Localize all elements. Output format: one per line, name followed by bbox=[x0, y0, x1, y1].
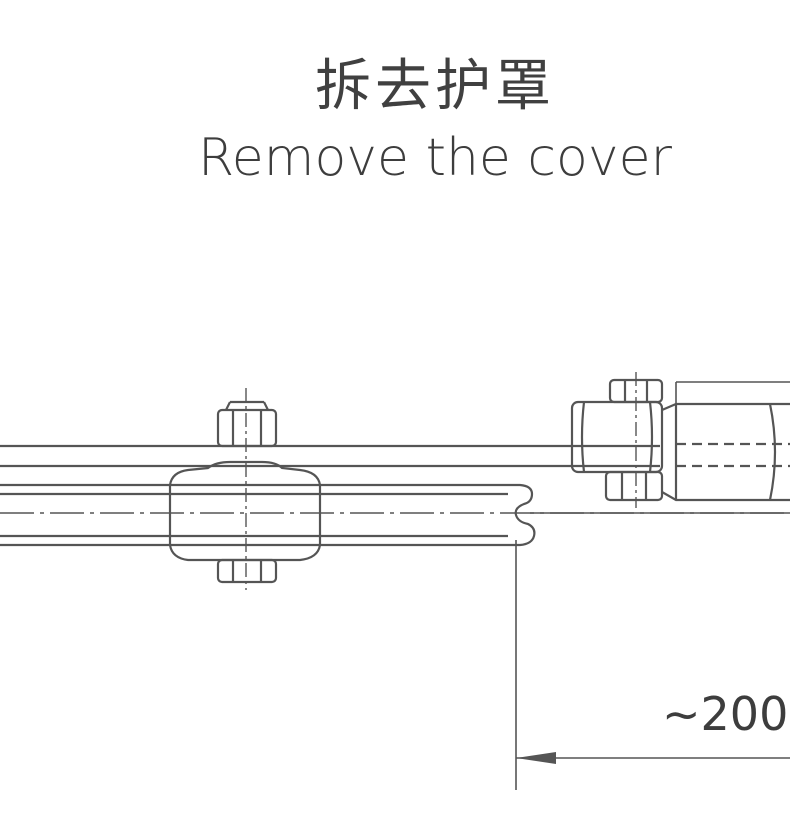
lower-rail bbox=[0, 483, 536, 547]
dimension-label: ~200 bbox=[662, 687, 789, 741]
title-block: 拆去护罩 Remove the cover bbox=[0, 52, 790, 190]
dimension-line bbox=[516, 752, 790, 764]
title-english: Remove the cover bbox=[198, 128, 672, 188]
right-block bbox=[570, 372, 664, 508]
title-chinese: 拆去护罩 bbox=[315, 54, 555, 119]
right-cylinder bbox=[661, 381, 790, 502]
left-bolt bbox=[216, 388, 278, 590]
upper-bar bbox=[0, 444, 660, 468]
